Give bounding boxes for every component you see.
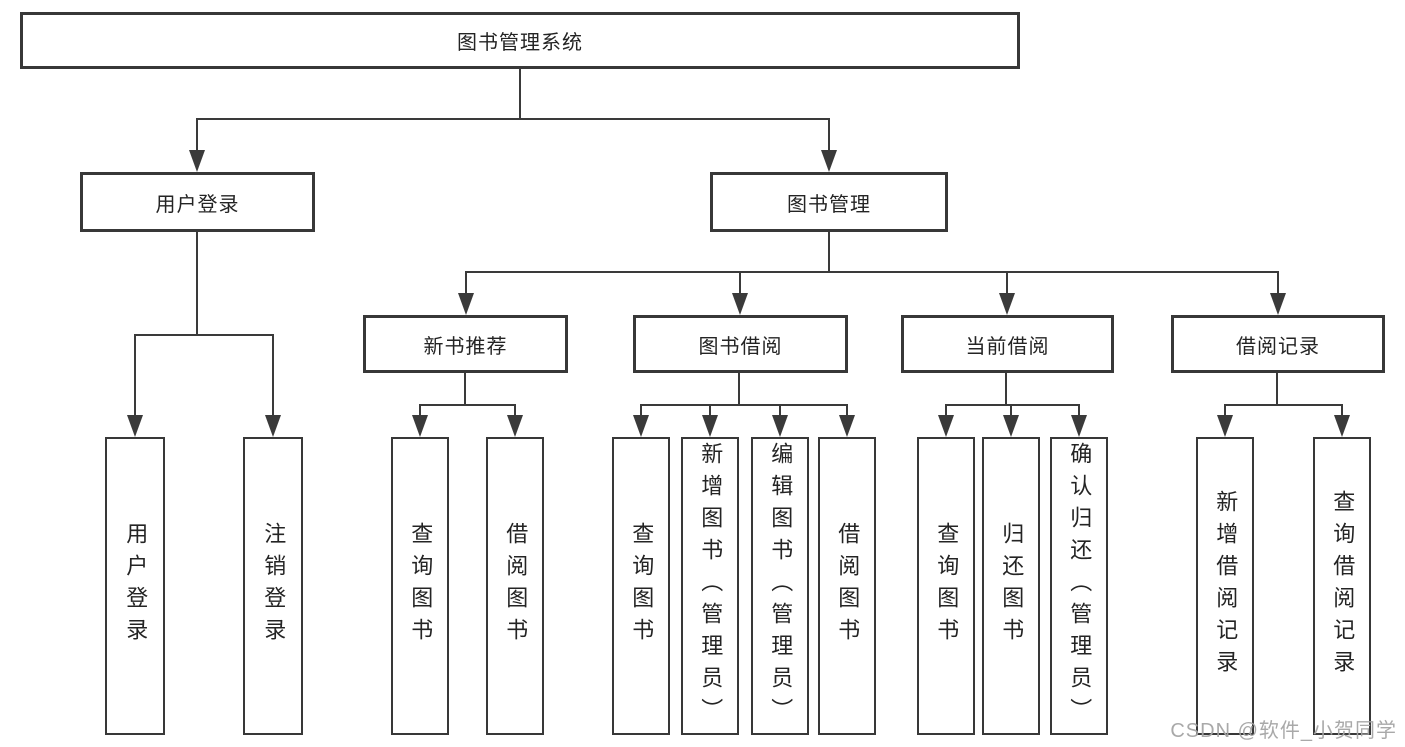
connector-new-books-branch: [419, 404, 516, 406]
connector-book-mgmt-branch: [465, 271, 1279, 273]
connector-to-borrow-records: [1277, 271, 1279, 295]
node-new-book-recommend-label: 新书推荐: [423, 335, 508, 358]
connector-leaf-stem: [1341, 404, 1343, 417]
connector-to-user-login: [196, 118, 198, 152]
connector-leaf-stem: [514, 404, 516, 417]
leaf-borrow-books-borrowing: 借阅图书: [818, 437, 876, 735]
leaf-borrow-books-label: 借阅图书: [503, 522, 529, 650]
leaf-add-borrow-record: 新增借阅记录: [1196, 437, 1254, 735]
node-book-management-label: 图书管理: [787, 193, 871, 216]
leaf-edit-books-admin-label: 编辑图书（管理员）: [768, 442, 794, 730]
node-borrowing-records-label: 借阅记录: [1236, 335, 1320, 358]
leaf-query-books-recommend: 查询图书: [391, 437, 449, 735]
leaf-edit-books-admin: 编辑图书（管理员）: [751, 437, 809, 735]
leaf-query-books-borrowing: 查询图书: [612, 437, 670, 735]
arrow-down-icon: [265, 415, 281, 437]
arrow-down-icon: [189, 150, 205, 172]
arrow-down-icon: [839, 415, 855, 437]
leaf-logout: 注销登录: [243, 437, 303, 735]
connector-current-stem: [1005, 373, 1007, 406]
leaf-query-books-current: 查询图书: [917, 437, 975, 735]
leaf-return-books-label: 归还图书: [999, 522, 1025, 650]
connector-book-mgmt-stem: [828, 232, 830, 273]
node-root-label: 图书管理系统: [457, 32, 583, 54]
arrow-down-icon: [507, 415, 523, 437]
node-user-login: 用户登录: [80, 172, 315, 232]
connector-leaf-stem: [1224, 404, 1226, 417]
connector-leaf-stem: [709, 404, 711, 417]
leaf-confirm-return-admin: 确认归还（管理员）: [1050, 437, 1108, 735]
leaf-query-borrow-record-label: 查询借阅记录: [1330, 490, 1356, 682]
arrow-down-icon: [412, 415, 428, 437]
leaf-borrow-books-recommend: 借阅图书: [486, 437, 544, 735]
leaf-query-books-label: 查询图书: [408, 522, 434, 650]
leaf-query-books-label: 查询图书: [934, 522, 960, 650]
connector-borrowing-branch: [640, 404, 848, 406]
connector-to-leaf-login: [134, 334, 136, 417]
arrow-down-icon: [1003, 415, 1019, 437]
connector-current-branch: [945, 404, 1080, 406]
arrow-down-icon: [458, 293, 474, 315]
arrow-down-icon: [633, 415, 649, 437]
connector-borrowing-stem: [738, 373, 740, 406]
arrow-down-icon: [1217, 415, 1233, 437]
leaf-query-borrow-record: 查询借阅记录: [1313, 437, 1371, 735]
connector-to-borrowing: [739, 271, 741, 295]
node-current-borrowing-label: 当前借阅: [965, 335, 1050, 358]
node-borrowing-records: 借阅记录: [1171, 315, 1385, 373]
csdn-watermark: CSDN @软件_小贺同学: [1170, 720, 1397, 742]
connector-leaf-stem: [1078, 404, 1080, 417]
arrow-down-icon: [1334, 415, 1350, 437]
connector-root-branch: [196, 118, 830, 120]
connector-leaf-stem: [846, 404, 848, 417]
connector-to-new-books: [465, 271, 467, 295]
connector-leaf-stem: [1010, 404, 1012, 417]
node-book-borrowing-label: 图书借阅: [698, 335, 783, 358]
node-root-library-system: 图书管理系统: [20, 12, 1020, 69]
node-book-management: 图书管理: [710, 172, 948, 232]
node-book-borrowing: 图书借阅: [633, 315, 848, 373]
connector-leaf-stem: [640, 404, 642, 417]
arrow-down-icon: [938, 415, 954, 437]
arrow-down-icon: [702, 415, 718, 437]
leaf-user-login: 用户登录: [105, 437, 165, 735]
connector-user-login-stem: [196, 232, 198, 336]
arrow-down-icon: [821, 150, 837, 172]
node-user-login-label: 用户登录: [155, 193, 240, 216]
connector-to-current-borrow: [1006, 271, 1008, 295]
leaf-add-books-admin: 新增图书（管理员）: [681, 437, 739, 735]
connector-leaf-stem: [779, 404, 781, 417]
arrow-down-icon: [999, 293, 1015, 315]
leaf-return-books: 归还图书: [982, 437, 1040, 735]
node-new-book-recommend: 新书推荐: [363, 315, 568, 373]
connector-to-book-mgmt: [828, 118, 830, 152]
connector-to-leaf-logout: [272, 334, 274, 417]
connector-user-login-branch: [134, 334, 274, 336]
leaf-borrow-books-label: 借阅图书: [835, 522, 861, 650]
leaf-add-books-admin-label: 新增图书（管理员）: [698, 442, 724, 730]
leaf-logout-label: 注销登录: [261, 522, 287, 650]
connector-leaf-stem: [419, 404, 421, 417]
node-current-borrowing: 当前借阅: [901, 315, 1114, 373]
connector-new-books-stem: [464, 373, 466, 406]
leaf-add-borrow-record-label: 新增借阅记录: [1213, 490, 1239, 682]
arrow-down-icon: [1071, 415, 1087, 437]
arrow-down-icon: [127, 415, 143, 437]
leaf-confirm-return-admin-label: 确认归还（管理员）: [1067, 442, 1093, 730]
leaf-user-login-label: 用户登录: [123, 522, 149, 650]
connector-records-branch: [1224, 404, 1343, 406]
connector-leaf-stem: [945, 404, 947, 417]
leaf-query-books-label: 查询图书: [629, 522, 655, 650]
connector-root-stem: [519, 68, 521, 120]
connector-records-stem: [1276, 373, 1278, 406]
arrow-down-icon: [1270, 293, 1286, 315]
arrow-down-icon: [772, 415, 788, 437]
arrow-down-icon: [732, 293, 748, 315]
